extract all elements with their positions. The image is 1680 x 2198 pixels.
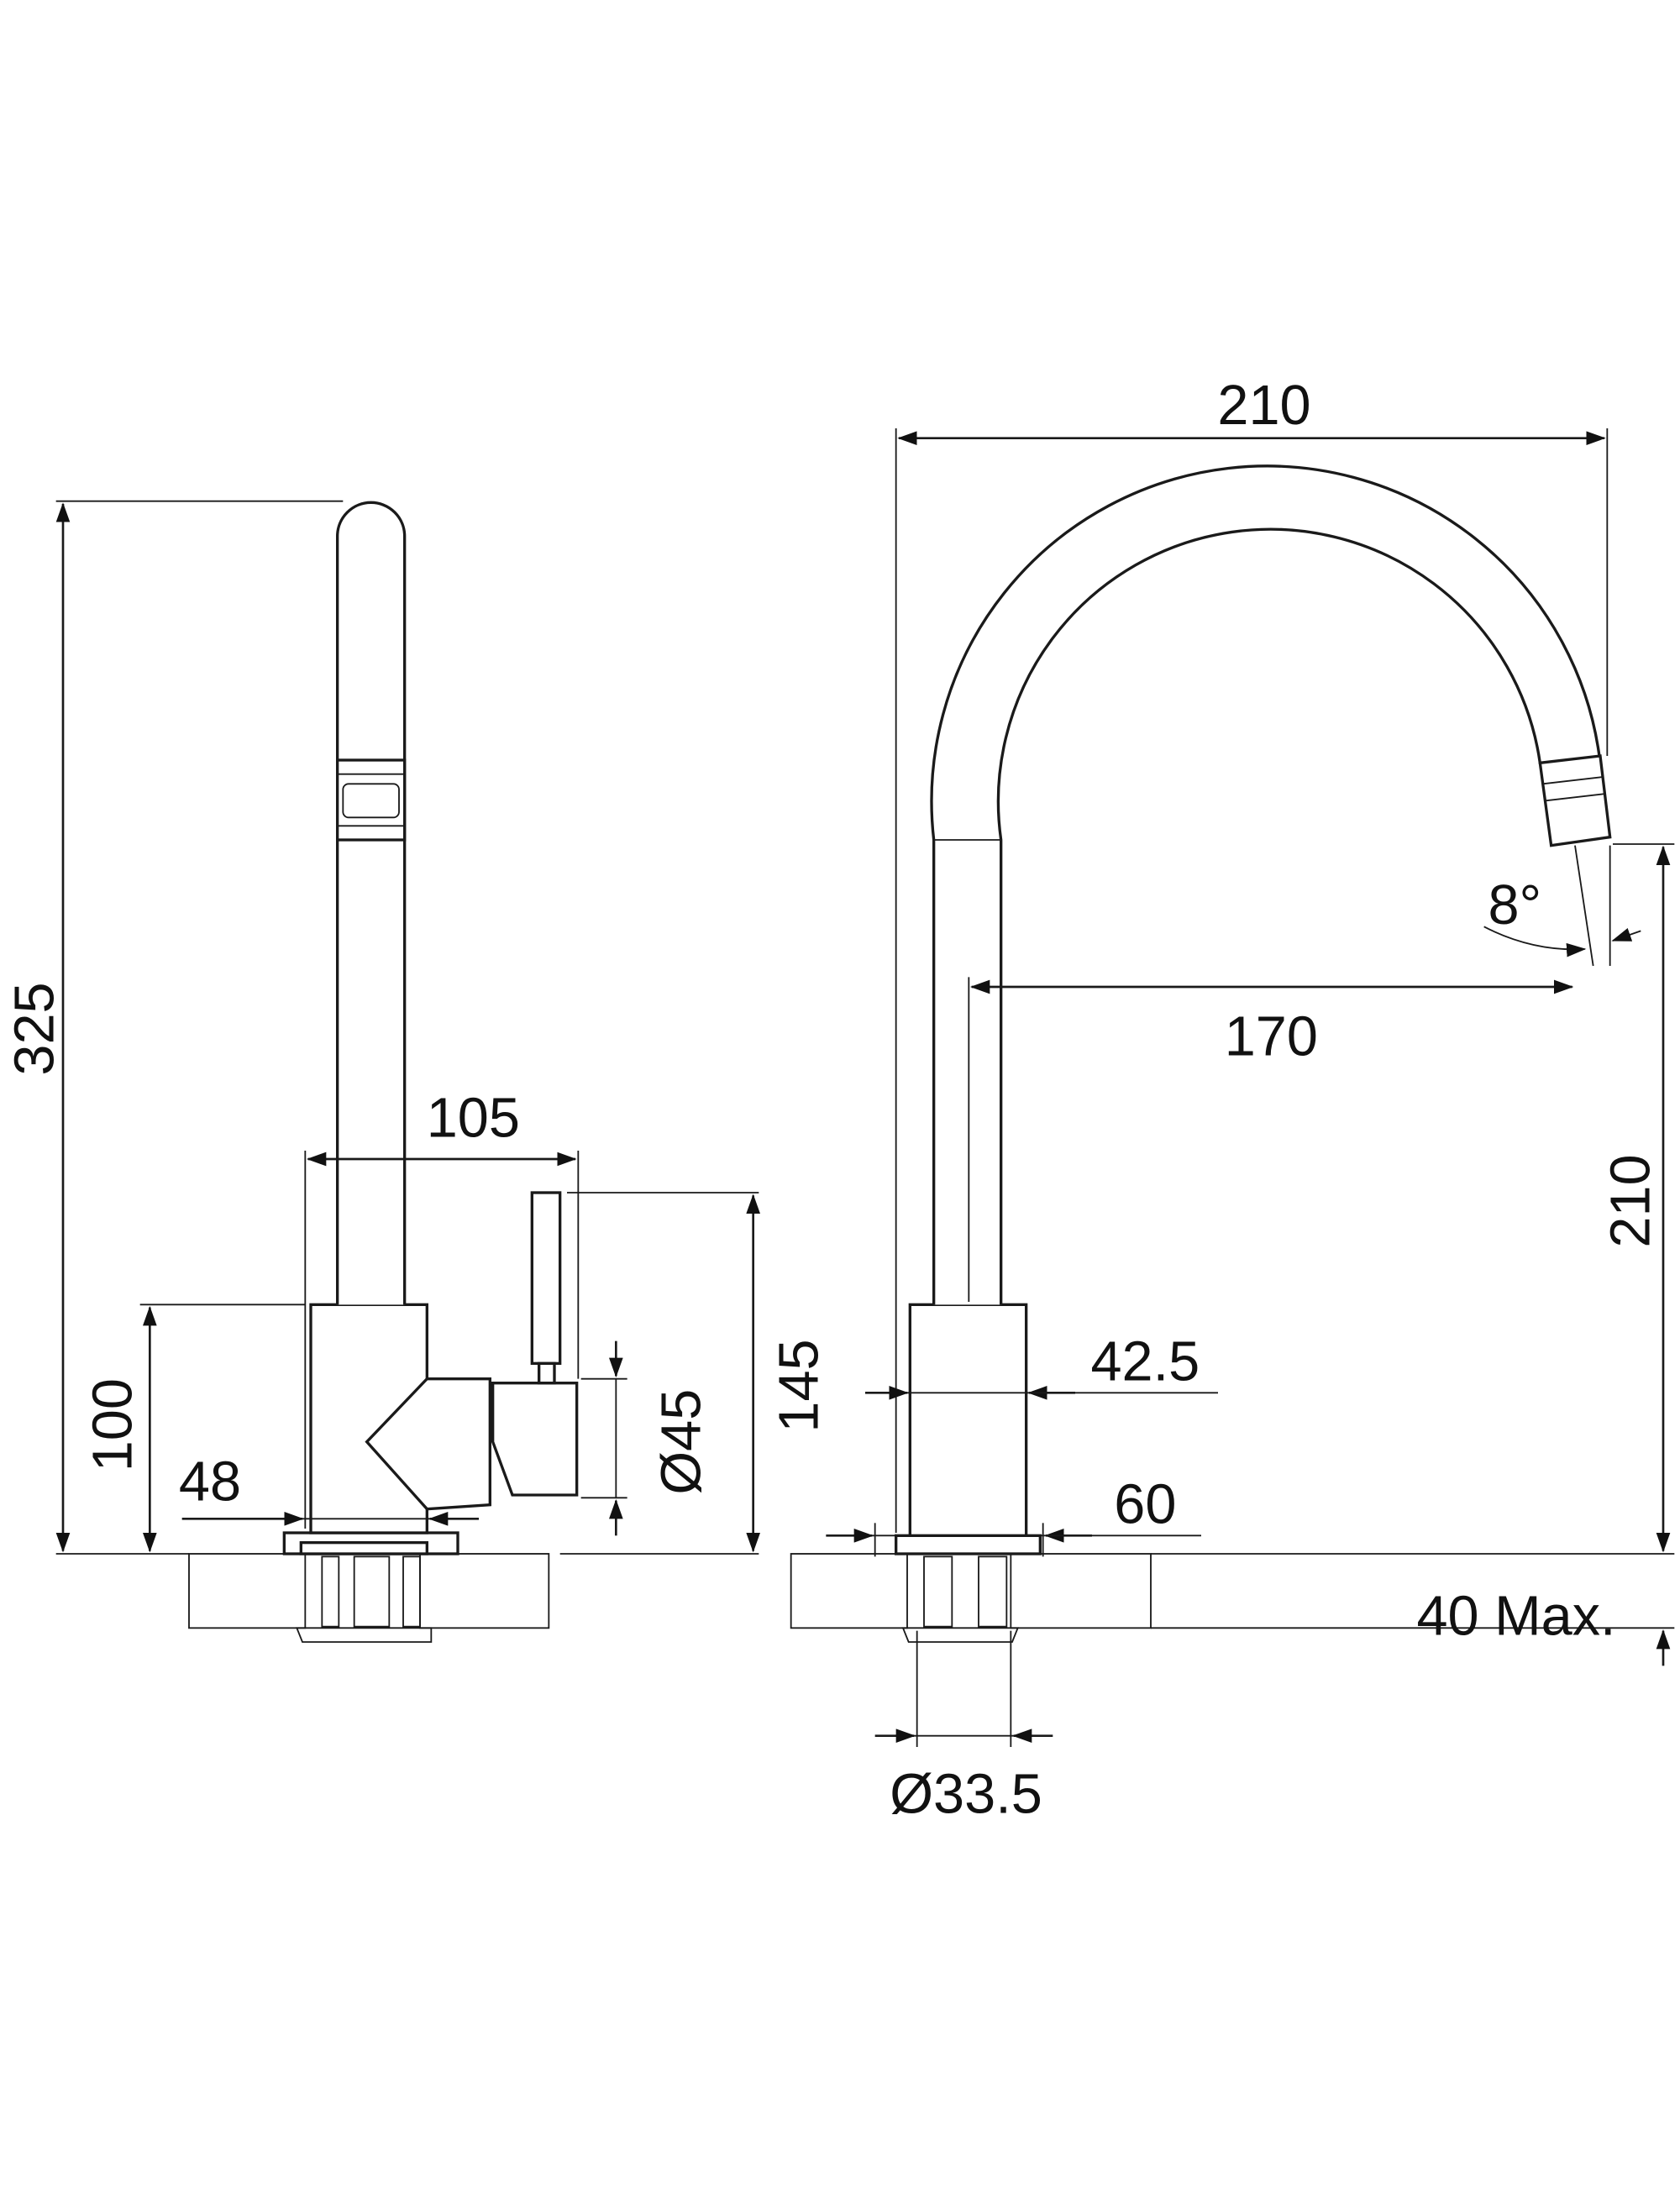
label-aerator-angle: 8°	[1488, 874, 1541, 936]
label-spout-height: 210	[1599, 1154, 1662, 1247]
dim-48: 48	[179, 1451, 479, 1526]
dim-210-height: 210	[1599, 843, 1675, 1553]
dim-210-width: 210	[895, 375, 1609, 1534]
label-body-diameter: 42.5	[1090, 1330, 1200, 1393]
label-hole-diameter: Ø33.5	[890, 1763, 1042, 1825]
lever	[530, 1191, 562, 1366]
label-spout-reach-front: 170	[1225, 1006, 1318, 1068]
dim-325: 325	[3, 500, 344, 1555]
countertop-right	[790, 1553, 1152, 1643]
dim-170: 170	[968, 977, 1574, 1303]
countertop-left	[188, 1553, 550, 1643]
dim-8deg: 8°	[1483, 845, 1641, 967]
label-body-height: 100	[82, 1378, 144, 1471]
dim-42-5: 42.5	[865, 1330, 1218, 1400]
dim-d33-5: Ø33.5	[874, 1630, 1053, 1825]
front-view: 210 170 8° 210 42.5	[790, 375, 1675, 1825]
dim-100: 100	[82, 1304, 306, 1553]
dim-145: 145	[559, 1192, 830, 1555]
label-total-height: 325	[3, 982, 66, 1075]
dim-105: 105	[304, 1087, 580, 1529]
label-handle-height: 145	[768, 1339, 830, 1432]
dim-60: 60	[826, 1473, 1201, 1557]
handle-block	[491, 1382, 579, 1497]
gooseneck-spout	[930, 464, 1602, 1305]
dim-d45: Ø45	[580, 1340, 712, 1536]
label-base-width: 48	[179, 1451, 241, 1513]
faucet-side	[282, 501, 579, 1555]
side-view: 325 105 100 48 Ø45	[3, 500, 830, 1643]
label-counter-thickness: 40 Max.	[1416, 1586, 1615, 1648]
faucet-front	[895, 464, 1612, 1555]
label-spout-reach-side: 105	[427, 1087, 520, 1149]
label-overall-width: 210	[1217, 375, 1310, 437]
dim-40max: 40 Max.	[1151, 1553, 1675, 1666]
label-handle-diameter: Ø45	[650, 1389, 712, 1495]
aerator	[336, 758, 407, 842]
handle-cone	[365, 1377, 491, 1511]
label-base-diameter: 60	[1114, 1473, 1176, 1535]
